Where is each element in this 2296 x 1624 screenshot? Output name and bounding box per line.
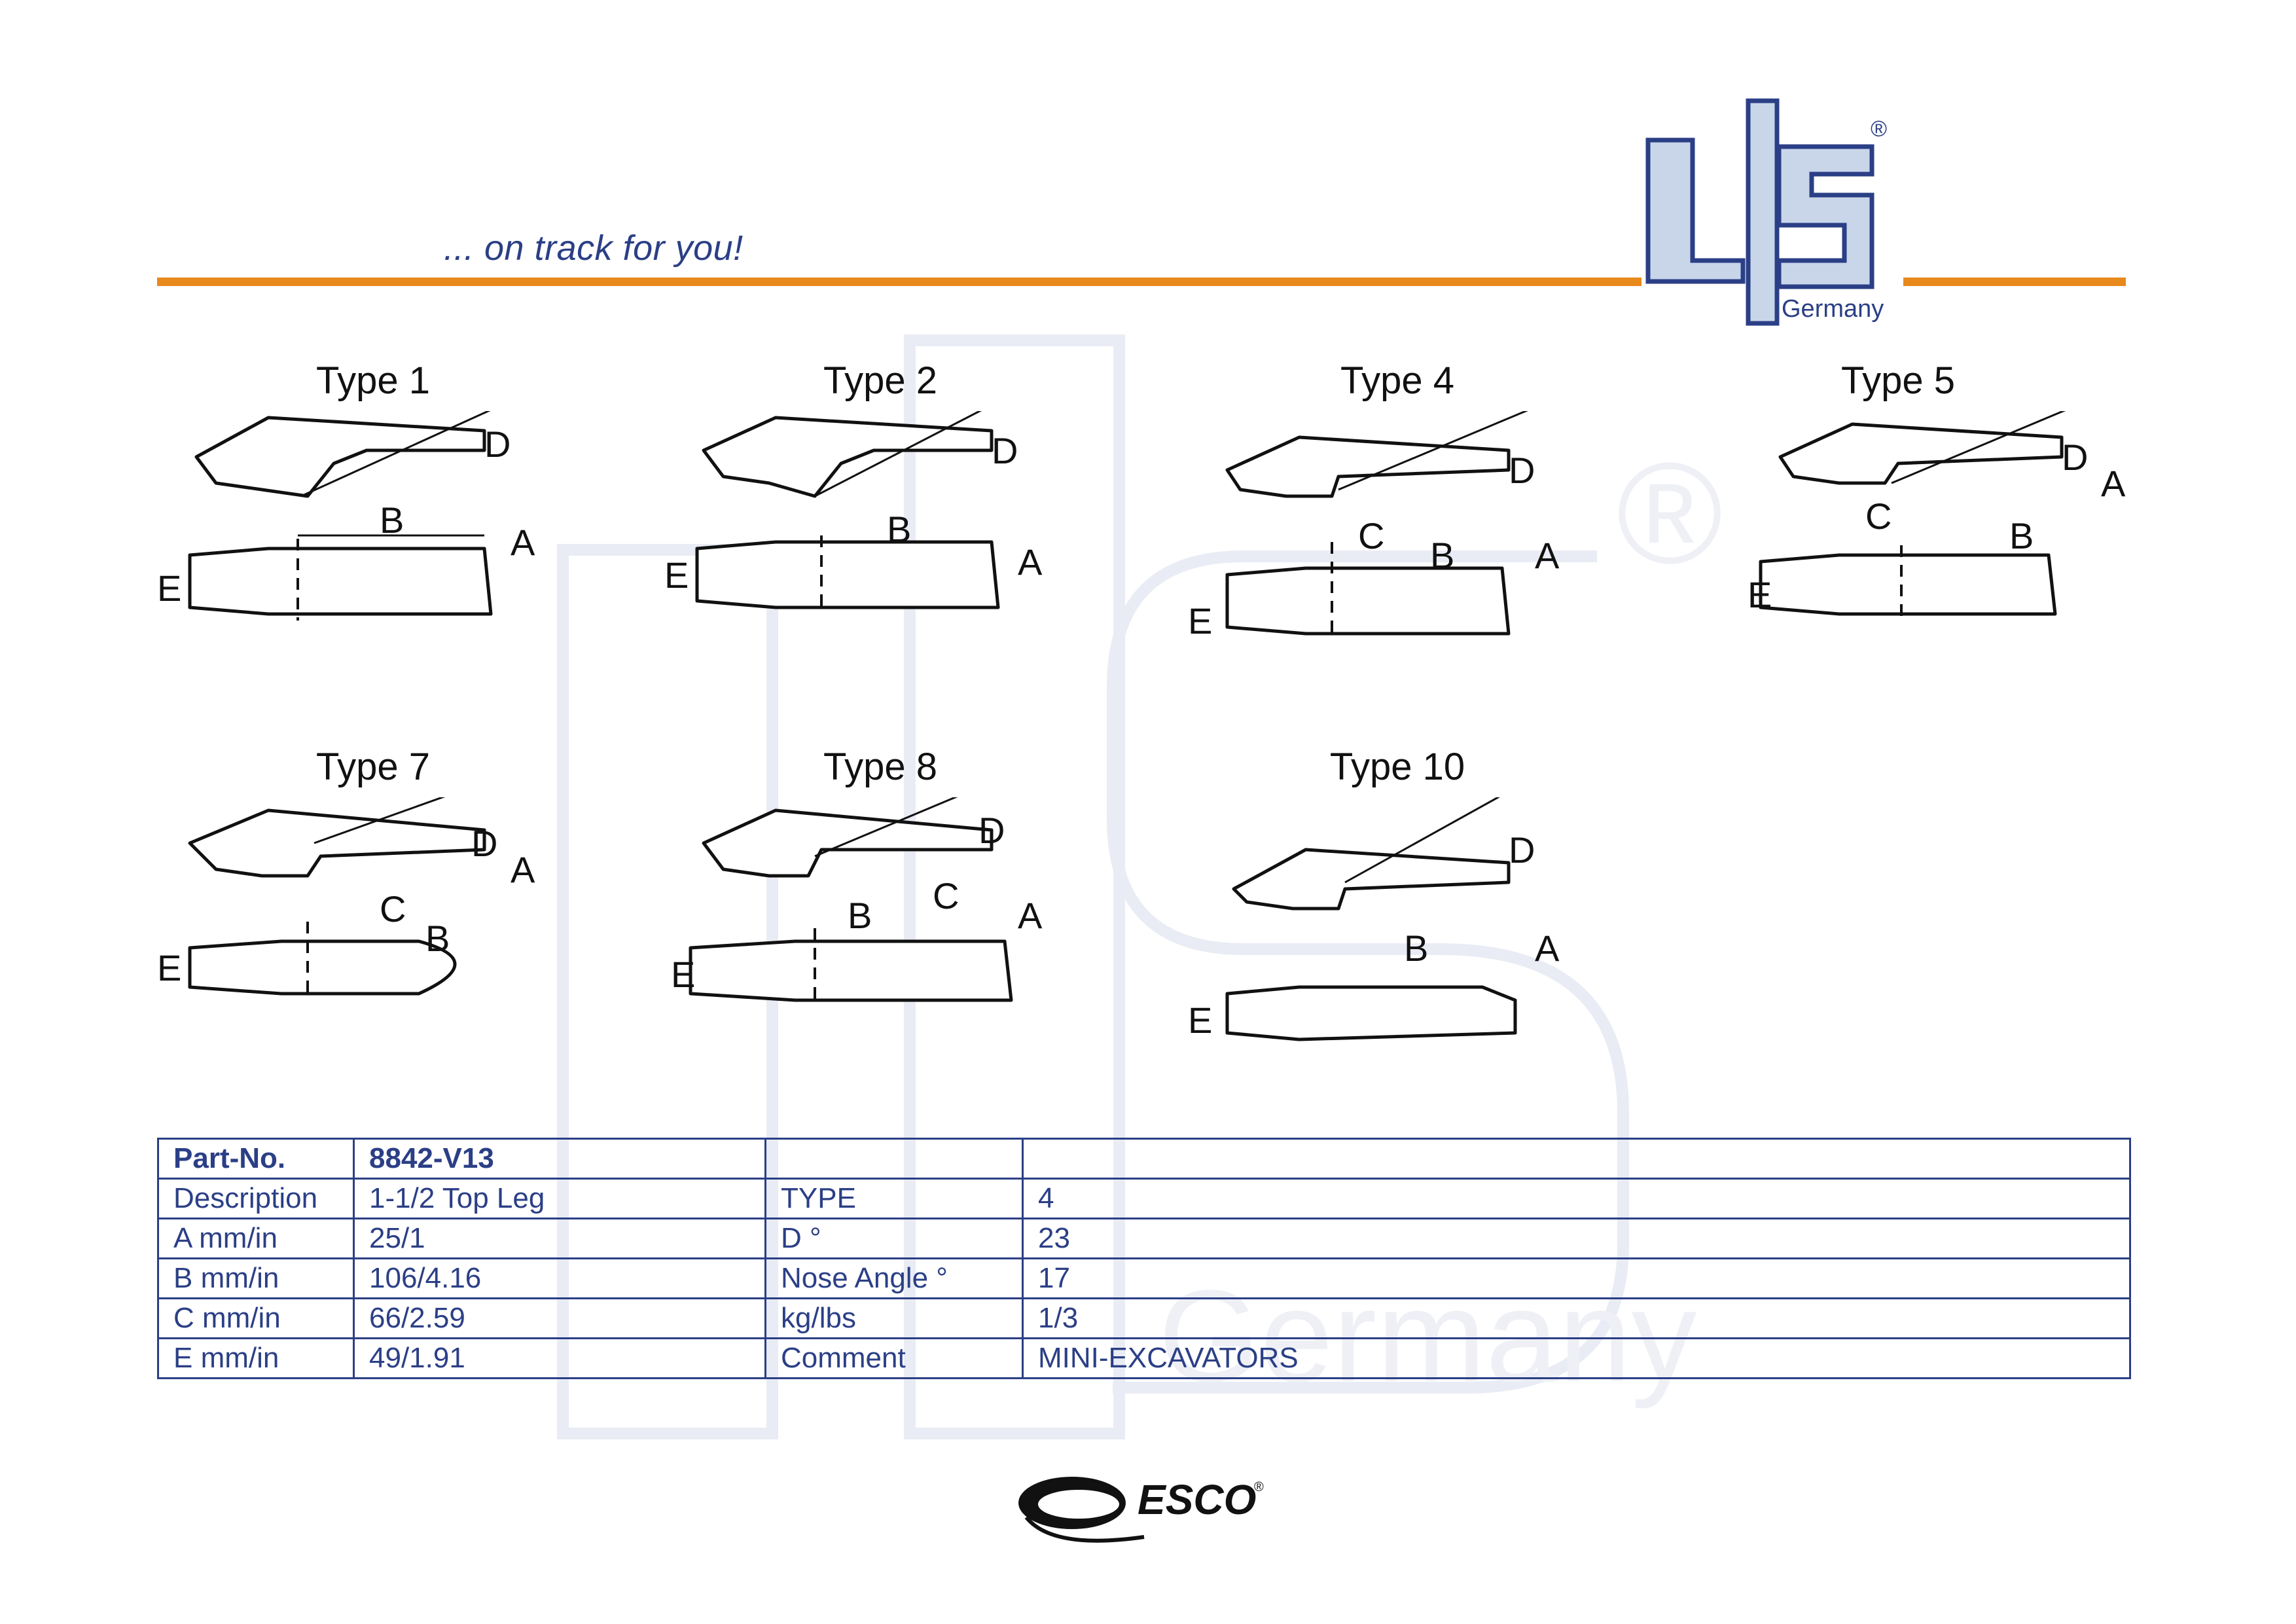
table-cell: 17 xyxy=(1022,1257,2131,1299)
table-cell: A mm/in xyxy=(157,1218,355,1259)
label-d: D xyxy=(2062,437,2088,478)
tooth-adapter-drawing: D A C B E xyxy=(157,797,535,1000)
diagram-type-2: Type 2 D B A E xyxy=(625,359,1136,725)
table-cell: 1/3 xyxy=(1022,1297,2131,1339)
diagram-title: Type 5 xyxy=(1840,359,1956,402)
diagram-type-1: Type 1 D B A E xyxy=(118,359,628,725)
table-cell: TYPE xyxy=(764,1178,1024,1219)
diagram-type-8: Type 8 D C B A E xyxy=(625,745,1136,1111)
label-c: C xyxy=(380,888,406,929)
table-cell: Description xyxy=(157,1178,355,1219)
label-d: D xyxy=(1509,450,1535,491)
table-cell: D ° xyxy=(764,1218,1024,1259)
tooth-adapter-drawing: D B A E xyxy=(1188,797,1560,1041)
label-b: B xyxy=(425,918,450,959)
diagram-type-7: Type 7 D A C B E xyxy=(118,745,628,1111)
table-cell xyxy=(764,1138,1024,1180)
label-e: E xyxy=(1188,600,1212,641)
label-b: B xyxy=(380,499,404,541)
label-c: C xyxy=(933,875,959,916)
diagram-type-10: Type 10 D B A E xyxy=(1142,745,1653,1111)
diagram-type-4: Type 4 D C B A E xyxy=(1142,359,1653,725)
label-a: A xyxy=(1535,928,1560,969)
table-cell: Nose Angle ° xyxy=(764,1257,1024,1299)
label-e: E xyxy=(671,954,695,995)
label-b: B xyxy=(2009,515,2034,556)
header-rule xyxy=(157,278,2126,286)
label-e: E xyxy=(157,568,181,609)
lis-logo: Germany ® xyxy=(1641,97,1903,327)
label-a: A xyxy=(2101,463,2126,504)
label-c: C xyxy=(1865,496,1892,537)
label-e: E xyxy=(157,947,181,988)
table-cell: 8842-V13 xyxy=(353,1138,766,1180)
table-cell: kg/lbs xyxy=(764,1297,1024,1339)
logo-sub-text: Germany xyxy=(1782,295,1884,323)
esco-registered-mark: ® xyxy=(1254,1480,1264,1494)
label-a: A xyxy=(1535,535,1560,576)
tooth-adapter-drawing: D C B A E xyxy=(1188,411,1560,641)
label-a: A xyxy=(1018,541,1043,583)
label-c: C xyxy=(1358,515,1384,556)
tooth-adapter-drawing: D B A E xyxy=(157,411,535,621)
tagline: ... on track for you! xyxy=(444,228,744,268)
diagram-title: Type 2 xyxy=(823,359,938,402)
label-d: D xyxy=(471,823,497,864)
esco-brand-text: ESCO xyxy=(1138,1476,1256,1523)
table-cell xyxy=(1022,1138,2131,1180)
table-cell: 49/1.91 xyxy=(353,1337,766,1379)
label-a: A xyxy=(1018,895,1043,936)
table-cell: 66/2.59 xyxy=(353,1297,766,1339)
table-cell: E mm/in xyxy=(157,1337,355,1379)
logo-registered-mark: ® xyxy=(1871,117,1887,141)
diagram-title: Type 4 xyxy=(1340,359,1455,402)
table-cell: MINI-EXCAVATORS xyxy=(1022,1337,2131,1379)
esco-logo: ESCO ® xyxy=(1018,1476,1264,1543)
diagram-title: Type 1 xyxy=(315,359,431,402)
table-cell: 23 xyxy=(1022,1218,2131,1259)
table-cell: 106/4.16 xyxy=(353,1257,766,1299)
table-cell: C mm/in xyxy=(157,1297,355,1339)
table-cell: 1-1/2 Top Leg xyxy=(353,1178,766,1219)
diagram-title: Type 10 xyxy=(1329,746,1465,788)
tooth-adapter-drawing: D C B A E xyxy=(671,797,1043,1007)
label-d: D xyxy=(1509,829,1535,871)
label-e: E xyxy=(1748,574,1772,615)
label-b: B xyxy=(1404,928,1428,969)
label-b: B xyxy=(887,509,911,550)
tooth-adapter-drawing: D A C B E xyxy=(1748,411,2126,617)
table-cell: Comment xyxy=(764,1337,1024,1379)
tooth-adapter-drawing: D B A E xyxy=(664,411,1043,614)
table-cell: Part-No. xyxy=(157,1138,355,1180)
label-a: A xyxy=(511,522,535,563)
diagram-title: Type 7 xyxy=(315,746,431,788)
diagram-title: Type 8 xyxy=(823,746,938,788)
label-d: D xyxy=(992,430,1018,471)
label-b: B xyxy=(1430,535,1454,576)
table-cell: 4 xyxy=(1022,1178,2131,1219)
label-b: B xyxy=(848,895,872,936)
table-cell: 25/1 xyxy=(353,1218,766,1259)
label-e: E xyxy=(664,554,689,596)
label-a: A xyxy=(511,849,535,890)
label-d: D xyxy=(978,810,1005,851)
label-d: D xyxy=(484,424,511,465)
table-cell: B mm/in xyxy=(157,1257,355,1299)
diagram-type-5: Type 5 D A C B E xyxy=(1643,359,2153,725)
table-header-row: Part-No.8842-V13 xyxy=(157,1138,2131,1180)
label-e: E xyxy=(1188,1000,1212,1041)
